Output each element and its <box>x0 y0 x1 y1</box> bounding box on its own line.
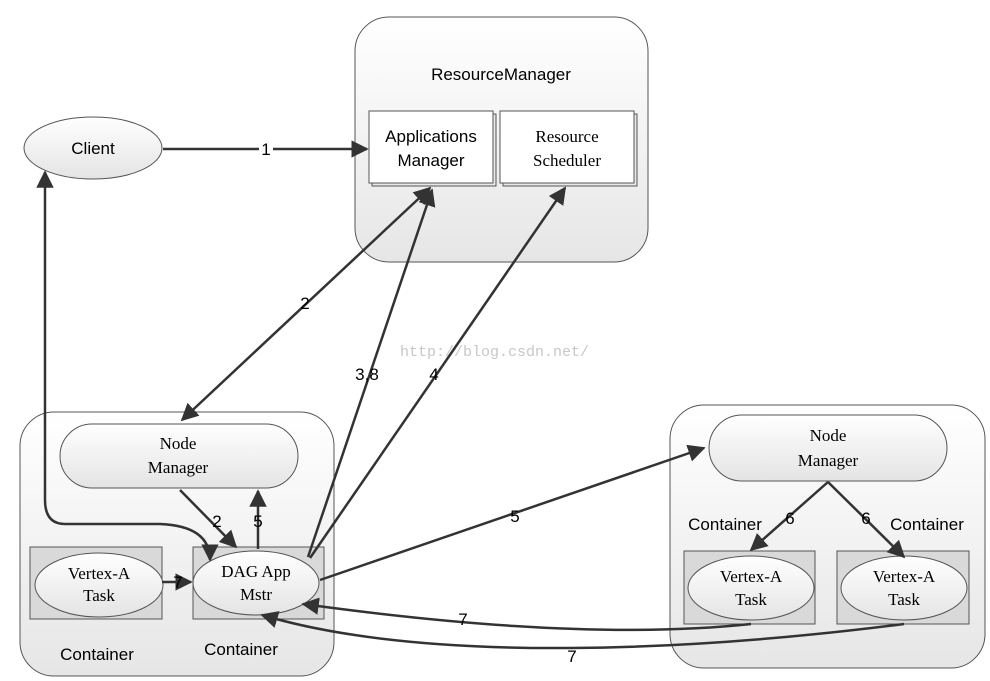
resource-manager-panel: ResourceManager Applications Manager Res… <box>354 16 649 263</box>
left-node-panel: Node Manager Vertex-A Task DAG App Mstr … <box>19 411 335 677</box>
arrow-remote-task-left-to-dag <box>301 597 752 632</box>
label-remote-task-left-to-dag: 7 <box>458 610 467 629</box>
right-vertex-task-right-line1: Vertex-A <box>873 567 936 586</box>
label-dag-to-scheduler: 4 <box>429 365 438 384</box>
left-node-manager-line2: Manager <box>148 458 209 477</box>
dag-app-master-line1: DAG App <box>221 562 290 581</box>
left-node-manager-line1: Node <box>160 434 197 453</box>
resource-manager-title: ResourceManager <box>431 65 571 84</box>
dag-app-master-line2: Mstr <box>240 585 272 604</box>
label-dag-to-remote-nm: 5 <box>510 507 519 526</box>
right-vertex-container-left: Vertex-A Task <box>683 550 816 625</box>
dag-container-label: Container <box>204 640 278 659</box>
label-dag-to-am: 3,8 <box>355 365 379 384</box>
applications-manager-box: Applications Manager <box>368 110 497 187</box>
applications-manager-line2: Manager <box>397 151 464 170</box>
arrow-rm-to-nm <box>180 186 432 422</box>
label-nm-to-container-right: 6 <box>861 509 870 528</box>
arrow-dag-to-client <box>36 170 219 562</box>
arrow-dag-to-scheduler <box>308 186 567 559</box>
client-label: Client <box>71 139 115 158</box>
right-vertex-task-right-line2: Task <box>888 590 920 609</box>
watermark-text: http://blog.csdn.net/ <box>400 344 589 361</box>
arrow-nm-to-container-right <box>827 481 906 559</box>
label-rm-to-nm: 2 <box>300 294 309 313</box>
arrows <box>36 140 906 650</box>
resource-scheduler-box: Resource Scheduler <box>499 110 638 187</box>
right-vertex-task-left-line1: Vertex-A <box>720 567 783 586</box>
arrow-dag-to-am <box>306 188 436 558</box>
label-client-to-rm: 1 <box>261 140 270 159</box>
right-node-manager-line2: Manager <box>798 451 859 470</box>
label-remote-task-right-to-dag: 7 <box>567 647 576 666</box>
right-node-panel: Node Manager Container Container Vertex-… <box>669 404 986 669</box>
right-vertex-container-right: Vertex-A Task <box>836 550 970 625</box>
right-node-manager-line1: Node <box>810 426 847 445</box>
label-dag-to-nm: 5 <box>253 512 262 531</box>
arrow-dag-to-remote-nm <box>319 444 706 582</box>
right-vertex-task-left-line2: Task <box>735 590 767 609</box>
label-nm-to-dag: 2 <box>212 512 221 531</box>
dag-app-master-container: DAG App Mstr <box>192 546 325 620</box>
resource-scheduler-line2: Scheduler <box>533 151 601 170</box>
label-bg-1 <box>259 140 273 158</box>
label-task-to-dag: 7 <box>173 573 182 592</box>
left-vertex-task-line1: Vertex-A <box>68 564 131 583</box>
left-node-manager: Node Manager <box>59 423 299 489</box>
right-container-right-label: Container <box>890 515 964 534</box>
left-container-label: Container <box>60 645 134 664</box>
applications-manager-line1: Applications <box>385 127 477 146</box>
left-vertex-container: Vertex-A Task <box>29 546 164 620</box>
left-vertex-task-line2: Task <box>83 586 115 605</box>
arrow-labels: 1 2 3,8 4 2 5 7 5 6 6 7 7 <box>173 140 871 666</box>
arrow-remote-task-right-to-dag <box>260 611 905 650</box>
client-node: Client <box>23 116 163 180</box>
arrow-nm-to-container-left <box>749 481 829 552</box>
label-nm-to-container-left: 6 <box>785 509 794 528</box>
right-container-left-label: Container <box>688 515 762 534</box>
resource-scheduler-line1: Resource <box>535 127 598 146</box>
right-node-manager: Node Manager <box>708 414 948 482</box>
